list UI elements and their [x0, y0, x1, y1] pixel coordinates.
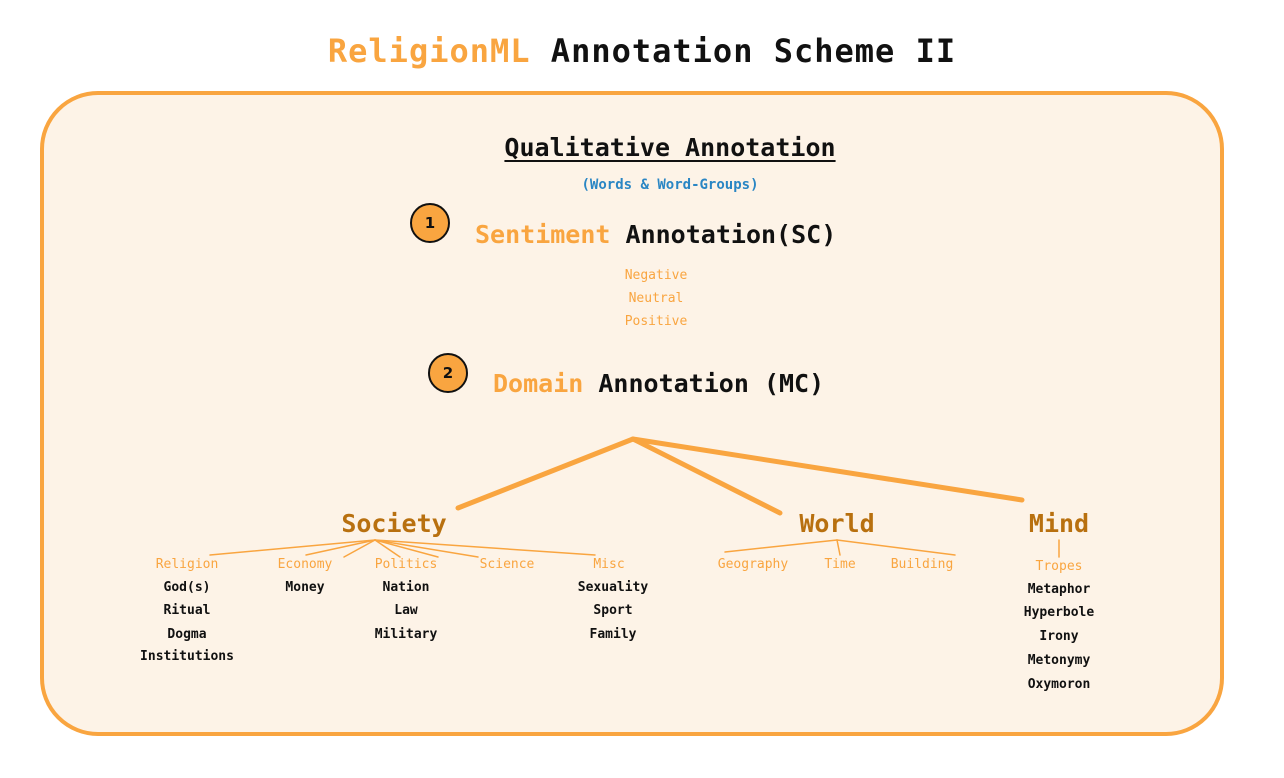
edge-society-economy-2: [343, 539, 376, 558]
sentiment-positive: Positive: [624, 314, 688, 329]
trope-item: Metonymy: [1027, 653, 1091, 668]
step-2-badge: 2: [428, 353, 468, 393]
edge-world-time: [836, 539, 841, 556]
step-1-badge: 1: [410, 203, 450, 243]
sentiment-title: Sentiment Annotation(SC): [475, 220, 836, 249]
edge-society-politics: [374, 539, 401, 558]
category-religion: Religion: [155, 557, 219, 572]
misc-item: Sport: [593, 603, 633, 618]
category-politics: Politics: [374, 557, 438, 572]
trope-item: Irony: [1039, 629, 1079, 644]
edge-society-misc: [374, 539, 596, 556]
category-economy: Economy: [277, 557, 333, 572]
sentiment-neutral: Neutral: [628, 291, 684, 306]
scheme-panel: [40, 91, 1224, 736]
religion-item: Dogma: [167, 627, 207, 642]
edge-domain-society: [455, 436, 636, 511]
title-rest: Annotation Scheme II: [550, 32, 957, 70]
mind-node: Mind: [1028, 509, 1090, 538]
title-highlight: ReligionML: [327, 32, 531, 70]
society-node: Society: [341, 509, 447, 538]
category-tropes: Tropes: [1035, 559, 1083, 574]
trope-item: Metaphor: [1027, 582, 1091, 597]
edge-world-geography: [724, 539, 838, 553]
misc-item: Sexuality: [577, 580, 649, 595]
category-misc: Misc: [593, 557, 625, 572]
domain-highlight: Domain: [493, 369, 584, 398]
section-subheading: (Words & Word-Groups): [581, 177, 759, 193]
category-time: Time: [824, 557, 856, 572]
politics-item: Military: [374, 627, 438, 642]
religion-item: God(s): [163, 580, 211, 595]
world-node: World: [799, 509, 875, 538]
category-building: Building: [890, 557, 954, 572]
trope-item: Oxymoron: [1027, 677, 1091, 692]
economy-item: Money: [285, 580, 325, 595]
edge-society-economy: [305, 539, 376, 556]
edge-domain-mind: [630, 436, 1025, 503]
edge-world-building: [836, 539, 956, 556]
page-title: ReligionML Annotation Scheme II: [328, 32, 956, 70]
religion-item: Ritual: [163, 603, 211, 618]
misc-item: Family: [589, 627, 637, 642]
category-geography: Geography: [717, 557, 789, 572]
edge-domain-world: [630, 436, 783, 516]
edge-society-religion: [209, 539, 376, 556]
domain-rest: Annotation (MC): [598, 369, 825, 398]
section-heading: Qualitative Annotation: [504, 133, 836, 162]
trope-item: Hyperbole: [1023, 605, 1095, 620]
sentiment-negative: Negative: [624, 268, 688, 283]
category-science: Science: [479, 557, 535, 572]
sentiment-highlight: Sentiment: [475, 220, 611, 249]
sentiment-rest: Annotation(SC): [625, 220, 837, 249]
domain-title: Domain Annotation (MC): [493, 369, 824, 398]
politics-item: Law: [394, 603, 418, 618]
politics-item: Nation: [382, 580, 430, 595]
edge-society-science: [374, 539, 479, 558]
edge-society-politics-2: [374, 539, 439, 558]
religion-item: Institutions: [140, 649, 234, 664]
